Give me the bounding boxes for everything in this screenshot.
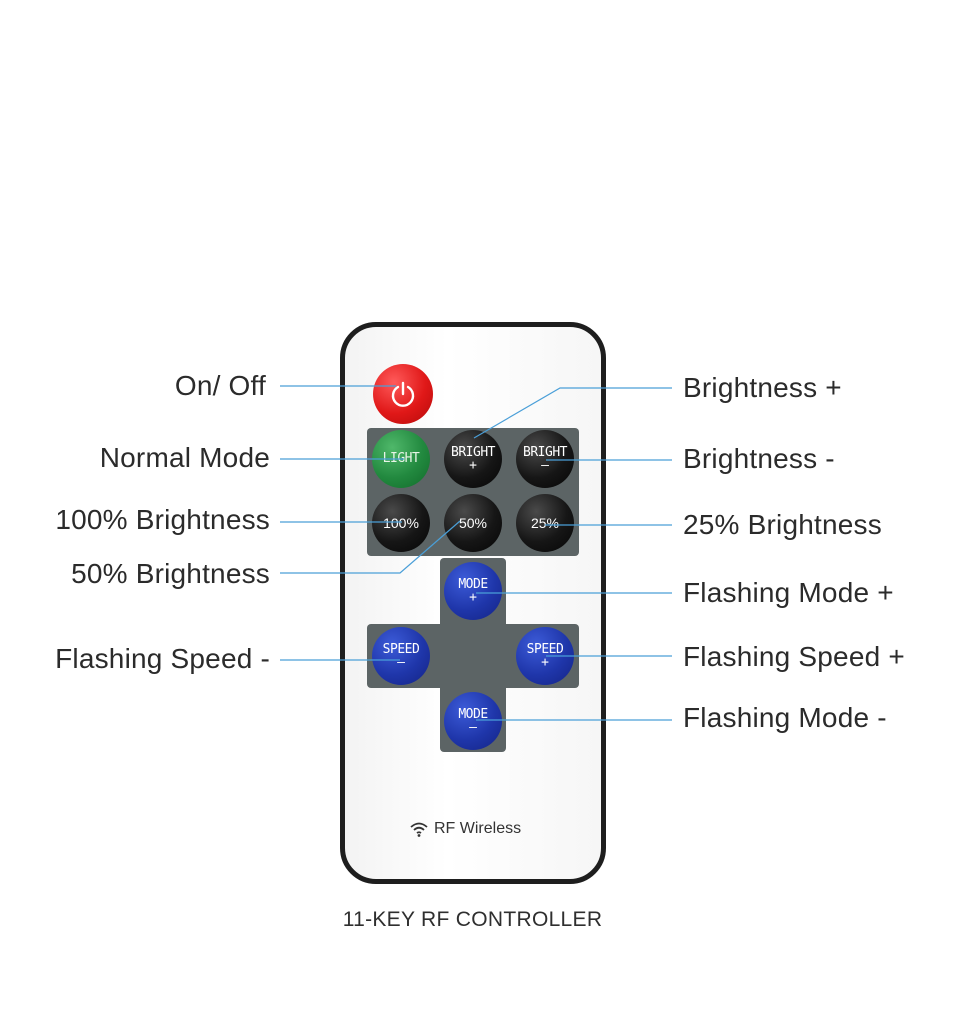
wifi-icon [410,822,428,837]
callout-flashing-speed-plus: Flashing Speed + [683,641,905,672]
bright-down-sign: – [541,458,549,473]
speed-up-label: SPEED [526,642,564,657]
mode-up-button[interactable]: MODE + [444,562,502,620]
power-button[interactable] [373,364,433,424]
callout-25-brightness: 25% Brightness [683,509,882,540]
bright-up-button[interactable]: BRIGHT + [444,430,502,488]
mode-down-sign: – [469,720,477,735]
power-icon [391,381,415,407]
mode-down-label: MODE [458,707,488,722]
mode-up-sign: + [469,590,477,605]
brightness-100-button[interactable]: 100% [372,494,430,552]
bright-down-label: BRIGHT [523,445,567,460]
bright-down-button[interactable]: BRIGHT – [516,430,574,488]
speed-down-sign: – [397,655,405,670]
callout-flashing-speed-minus: Flashing Speed - [55,643,270,674]
light-button-label: LIGHT [382,451,420,466]
light-button[interactable]: LIGHT [372,430,430,488]
mode-down-button[interactable]: MODE – [444,692,502,750]
speed-down-button[interactable]: SPEED – [372,627,430,685]
callout-50-brightness: 50% Brightness [71,558,270,589]
speed-down-label: SPEED [382,642,420,657]
speed-up-button[interactable]: SPEED + [516,627,574,685]
callout-brightness-plus: Brightness + [683,372,842,403]
bright-up-sign: + [469,458,477,473]
callout-flashing-mode-minus: Flashing Mode - [683,702,887,733]
mode-up-label: MODE [458,577,488,592]
brightness-50-button[interactable]: 50% [444,494,502,552]
callout-brightness-minus: Brightness - [683,443,835,474]
brightness-50-label: 50% [458,515,488,531]
brightness-100-label: 100% [383,515,419,531]
rf-wireless-label: RF Wireless [410,818,550,840]
callout-normal-mode: Normal Mode [99,442,270,473]
bright-up-label: BRIGHT [451,445,495,460]
product-caption: 11-KEY RF CONTROLLER [342,908,603,931]
brightness-25-label: 25% [530,515,560,531]
speed-up-sign: + [541,655,549,670]
callout-100-brightness: 100% Brightness [55,504,270,535]
callout-flashing-mode-plus: Flashing Mode + [683,577,894,608]
rf-wireless-text: RF Wireless [434,820,522,837]
callout-on-off: On/ Off [174,370,266,401]
brightness-25-button[interactable]: 25% [516,494,574,552]
